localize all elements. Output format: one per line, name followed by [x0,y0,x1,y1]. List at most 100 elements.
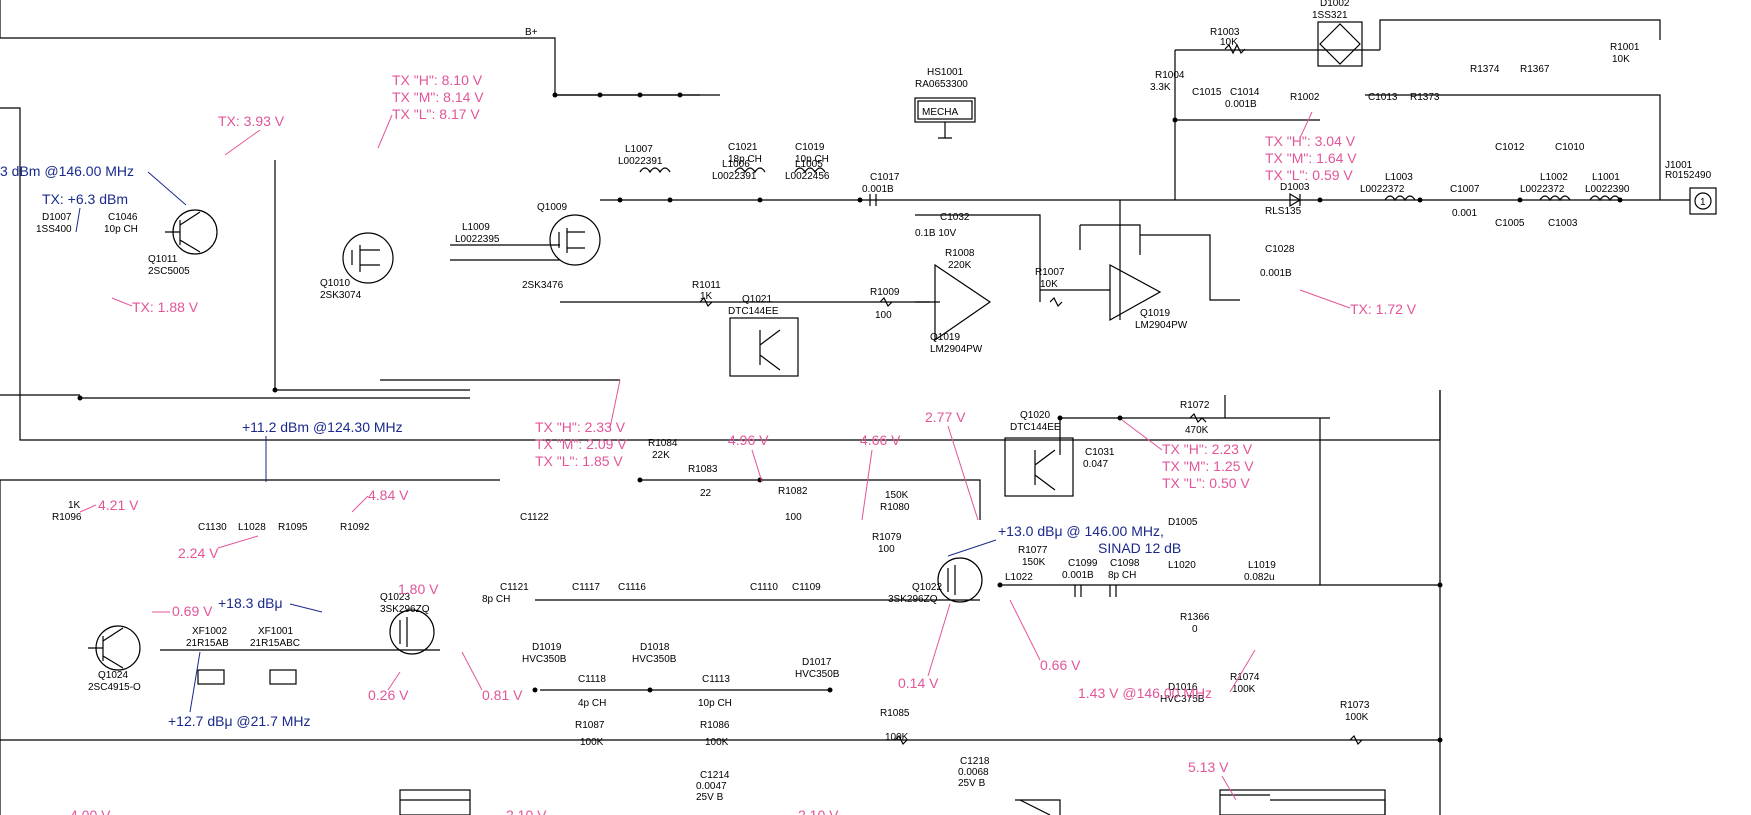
label-q1010: Q1010 [320,278,350,289]
label-r1011: R1011 [692,280,721,291]
label-r1373: R1373 [1410,92,1440,103]
label-l1003: L1003 [1385,172,1413,183]
label-r1084: R1084 [648,438,678,449]
anno-v-484: 4.84 V [368,487,409,503]
label-r1003: R1003 [1210,27,1240,38]
label-r1074: R1074 [1230,672,1260,683]
svg-text:1: 1 [1700,197,1706,208]
label-d1002: D1002 [1320,0,1350,9]
label-c1118-val: 4p CH [578,698,606,709]
label-r1374: R1374 [1470,64,1500,75]
label-d1002-part: 1SS321 [1312,10,1348,21]
label-c1003: C1003 [1548,218,1578,229]
annotations: TX: 3.93 V TX "H": 8.10 V TX "M": 8.14 V… [0,72,1417,815]
anno-tx-172: TX: 1.72 V [1350,301,1417,317]
label-r1008: R1008 [945,248,975,259]
label-q1019b: Q1019 [1140,308,1170,319]
label-c1017: C1017 [870,172,900,183]
node-bplus: B+ [525,27,538,38]
transistor-q1024 [88,625,141,671]
label-d1005: D1005 [1168,517,1198,528]
anno-tx-63dbm: TX: +6.3 dBm [42,191,128,207]
anno-tx-l-050: TX "L": 0.50 V [1162,475,1250,491]
anno-v-210a: 2.10 V [506,807,547,815]
label-xf1001-part: 21R15ABC [250,638,300,649]
label-r1073-val: 100K [1345,712,1369,723]
label-r1073: R1073 [1340,700,1370,711]
label-r1082: R1082 [778,486,808,497]
label-r1085-val: 100K [885,732,909,743]
label-l1009-part: L0022395 [455,234,500,245]
label-c1218-val: 0.0068 [958,767,989,778]
label-d1016-part: HVC375B [1160,694,1205,705]
label-c1099: C1099 [1068,558,1098,569]
label-r1008-val: 220K [948,260,972,271]
label-l1028: L1028 [238,522,266,533]
label-r1087-val: 100K [580,737,604,748]
label-l1003-part: L0022372 [1360,184,1405,195]
label-r1084-val: 22K [652,450,670,461]
label-c1214-val: 0.0047 [696,781,727,792]
label-l1019-val: 0.082u [1244,572,1275,583]
label-hs1001: HS1001 [927,67,964,78]
label-d1019: D1019 [532,642,562,653]
components: 1 [88,21,1717,815]
label-xf1002-part: 21R15AB [186,638,229,649]
anno-v-210b: 2.10 V [798,807,839,815]
label-c1014: C1014 [1230,87,1260,98]
label-c1010: C1010 [1555,142,1585,153]
diode-d1003 [1289,192,1302,208]
label-d1018-part: HVC350B [632,654,677,665]
label-c1005: C1005 [1495,218,1525,229]
anno-tx-m-209: TX "M": 2.09 V [535,436,627,452]
label-c1118: C1118 [578,674,606,685]
label-q1023: Q1023 [380,592,410,603]
label-q1022-part: 3SK296ZQ [888,594,938,605]
label-c1098: C1098 [1110,558,1140,569]
anno-v-066: 0.66 V [1040,657,1081,673]
label-q1019b-part: LM2904PW [1135,320,1188,331]
label-c1032-val: 0.1B 10V [915,228,956,239]
anno-v-014: 0.14 V [898,675,939,691]
label-r1080-val: 150K [885,490,909,501]
label-c1121-val: 8p CH [482,594,510,605]
label-r1086: R1086 [700,720,730,731]
label-l1001: L1001 [1592,172,1620,183]
label-q1024: Q1024 [98,670,128,681]
label-r1085: R1085 [880,708,910,719]
label-q1019a: Q1019 [930,332,960,343]
label-r1082-val: 100 [785,512,802,523]
transistor-q1011 [165,209,218,255]
anno-v-026: 0.26 V [368,687,409,703]
label-d1017: D1017 [802,657,832,668]
anno-tx-188: TX: 1.88 V [132,299,199,315]
label-q1009: Q1009 [537,202,567,213]
digital-transistor-q1020 [1004,437,1074,497]
label-q1022: Q1022 [912,582,942,593]
label-d1003: D1003 [1280,182,1310,193]
crystal-filter-xf1002 [197,669,225,685]
label-r1009: R1009 [870,287,900,298]
label-q1009-part: 2SK3476 [522,280,564,291]
label-l1006-part: L0022391 [712,171,757,182]
fet-q1022 [937,557,983,603]
anno-v-081: 0.81 V [482,687,523,703]
label-r1079-val: 100 [878,544,895,555]
label-r1086-val: 100K [705,737,729,748]
anno-v-513: 5.13 V [1188,759,1229,775]
label-l1007: L1007 [625,144,653,155]
label-c1122: C1122 [520,512,549,523]
label-r1009-val: 100 [875,310,892,321]
label-c1214: C1214 [700,770,730,781]
label-c1012: C1012 [1495,142,1525,153]
anno-v-224: 2.24 V [178,545,219,561]
label-r1001: R1001 [1610,42,1640,53]
label-d1017-part: HVC350B [795,669,840,680]
label-c1013: C1013 [1368,92,1398,103]
anno-tx-l-185: TX "L": 1.85 V [535,453,623,469]
label-l1005: L1005 [795,159,823,170]
label-c1099-val: 0.001B [1062,570,1094,581]
label-c1046-val: 10p CH [104,224,138,235]
anno-v-466: 4.66 V [860,432,901,448]
label-r1007-val: 10K [1040,279,1058,290]
